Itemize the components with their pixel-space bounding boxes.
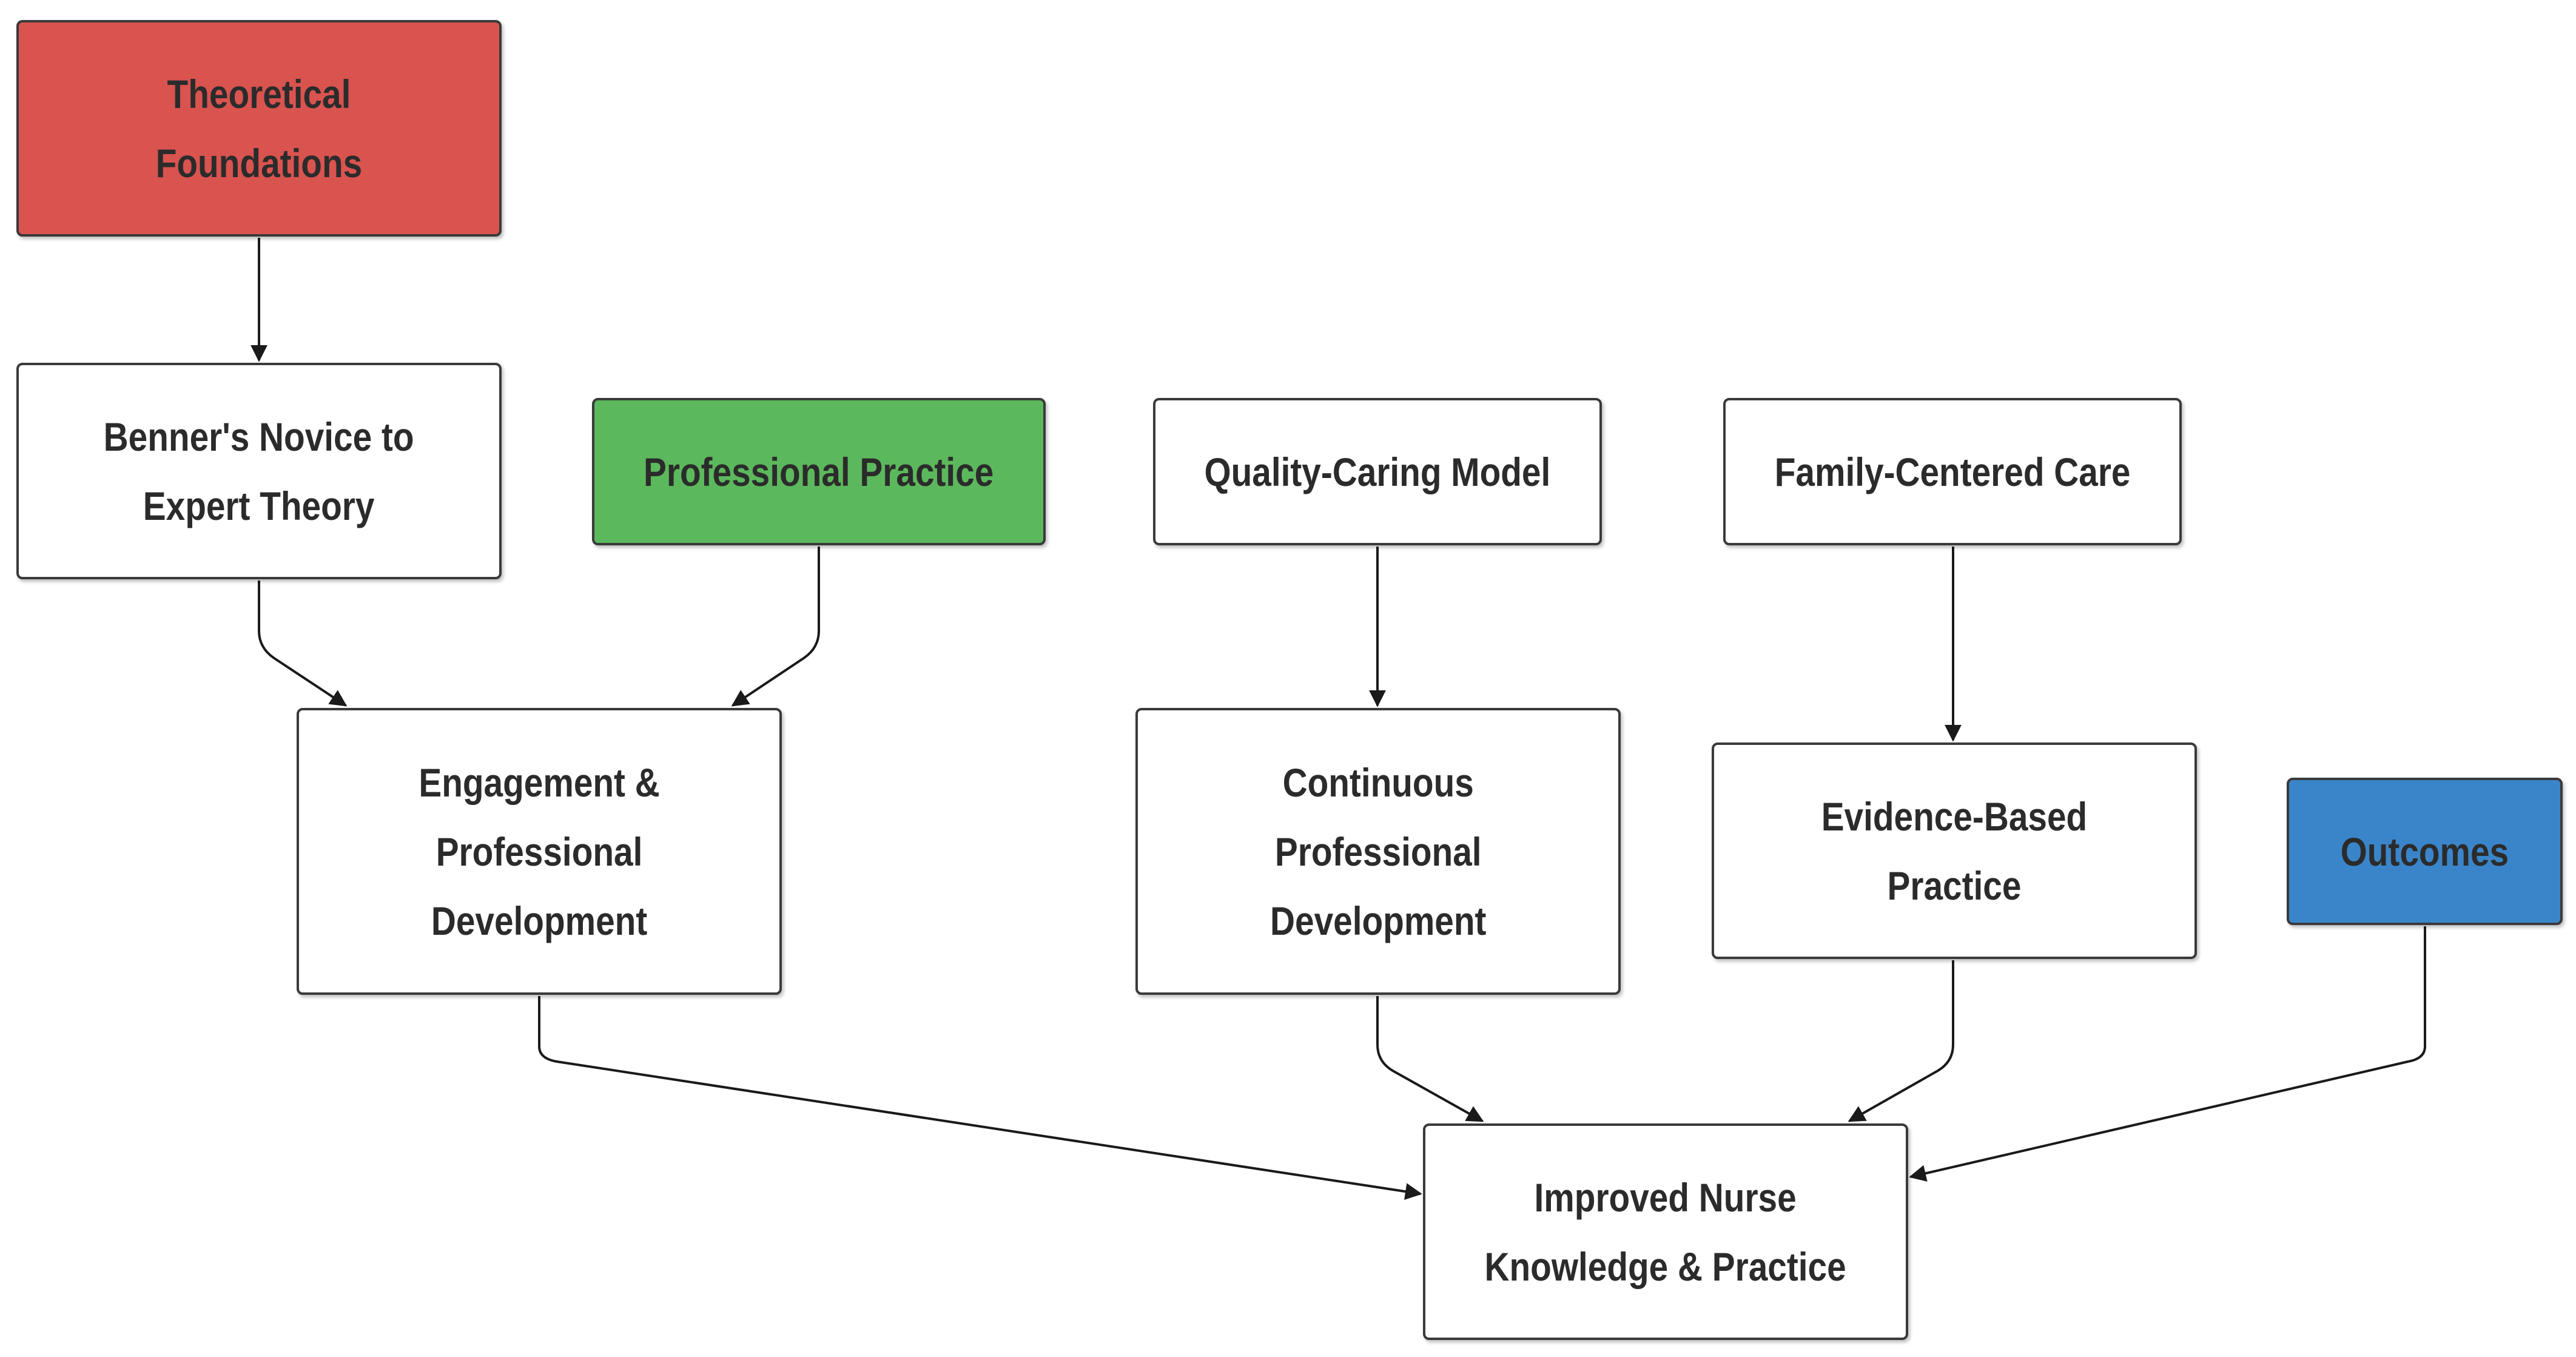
node-professional-practice-label: Professional Practice [644,449,994,494]
node-continuous-label: Continuous Professional Development [1270,759,1487,943]
node-professional-practice: Professional Practice [592,398,1046,545]
edge-evidence-to-improved [1848,960,1954,1122]
node-theoretical-foundations: Theoretical Foundations [16,20,502,237]
edge-benner-to-engagement [258,581,348,707]
node-engagement-label: Engagement & Professional Development [419,759,660,943]
node-outcomes-label: Outcomes [2340,829,2509,874]
node-theoretical-foundations-label: Theoretical Foundations [155,71,363,186]
node-evidence-based-label: Evidence-Based Practice [1821,793,2088,908]
edge-outcomes-to-improved [1909,926,2426,1182]
node-quality-caring-model: Quality-Caring Model [1153,398,1602,545]
edge-continuous-to-improved [1376,996,1484,1122]
edge-engagement-to-improved [538,996,1422,1200]
node-evidence-based-practice: Evidence-Based Practice [1712,742,2197,959]
node-improved-label: Improved Nurse Knowledge & Practice [1484,1174,1847,1289]
node-family-centered-label: Family-Centered Care [1774,449,2131,494]
node-benner-novice-to-expert: Benner's Novice to Expert Theory [16,363,502,579]
node-continuous-professional-development: Continuous Professional Development [1135,708,1621,995]
node-benner-label: Benner's Novice to Expert Theory [104,414,414,528]
node-improved-nurse-knowledge-practice: Improved Nurse Knowledge & Practice [1423,1123,1908,1340]
node-outcomes: Outcomes [2287,778,2563,925]
node-family-centered-care: Family-Centered Care [1723,398,2182,545]
node-quality-caring-label: Quality-Caring Model [1204,449,1551,494]
node-engagement-professional-development: Engagement & Professional Development [297,708,782,995]
edge-professional-practice-to-engagement [731,547,820,707]
